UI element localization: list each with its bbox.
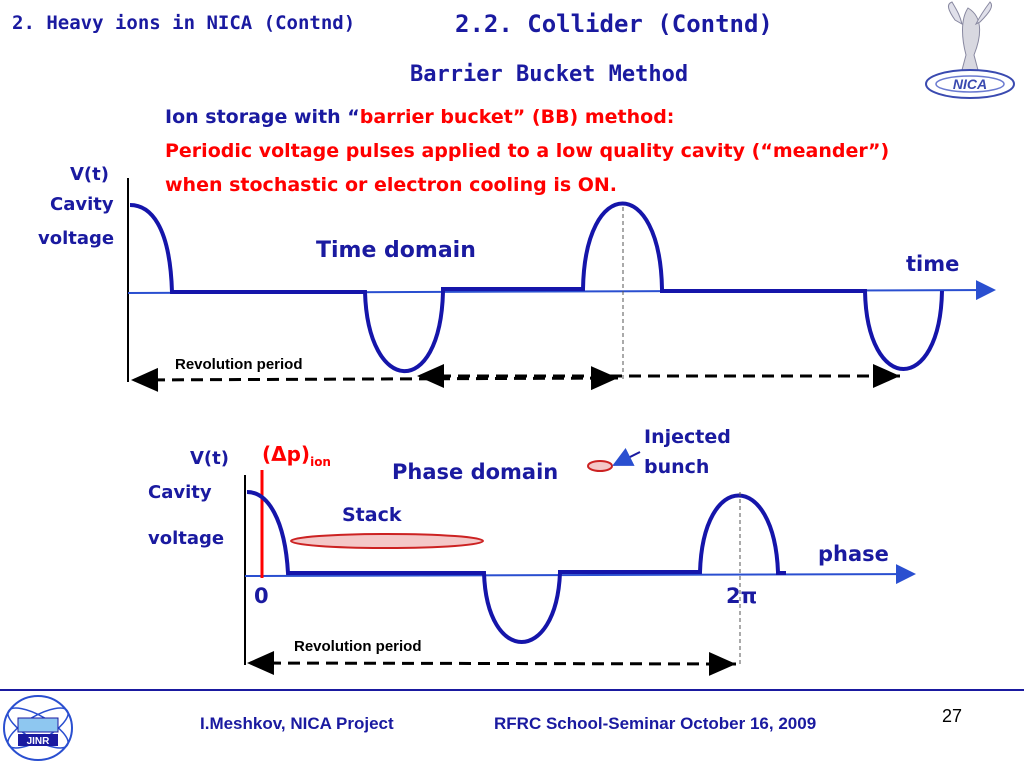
phase-y-label: V(t)	[190, 448, 229, 469]
nica-figure-icon	[961, 7, 981, 71]
dp-ion-label: (Δp)ion	[262, 442, 331, 469]
phase-y-label-cavity: Cavity	[148, 482, 212, 503]
phase-domain-label: Phase domain	[392, 460, 559, 484]
dp-sub-label: ion	[310, 455, 331, 469]
nica-logo: NICA	[925, 1, 1015, 99]
slide-subtitle: Barrier Bucket Method	[410, 62, 689, 87]
time-domain-plot	[127, 178, 996, 392]
phase-y-label-voltage: voltage	[148, 528, 225, 549]
phase-zero-label: 0	[254, 584, 269, 608]
injected-bunch-ellipse	[587, 460, 613, 472]
time-voltage-waveform	[129, 201, 944, 373]
time-period-arrow	[131, 366, 619, 392]
time-domain-label: Time domain	[316, 238, 476, 263]
time-revolution-period: Revolution period	[175, 356, 303, 373]
phase-two-pi-label: 2π	[726, 584, 758, 608]
svg-text:JINR: JINR	[27, 736, 51, 747]
phase-period-arrow	[247, 651, 737, 676]
intro-line-1-highlight: barrier bucket” (BB) method:	[359, 106, 675, 128]
slide-title: 2.2. Collider (Contnd)	[455, 10, 773, 38]
stack-ellipse	[290, 533, 484, 549]
time-y-label: V(t)	[70, 164, 109, 185]
phase-x-axis	[244, 564, 916, 585]
intro-line-3: when stochastic or electron cooling is O…	[165, 174, 618, 196]
page-number: 27	[942, 706, 963, 726]
time-axis-label: time	[906, 252, 960, 276]
intro-line-2: Periodic voltage pulses applied to a low…	[165, 140, 890, 162]
footer-author: I.Meshkov, NICA Project	[200, 714, 394, 733]
jinr-logo: JINR	[3, 695, 73, 761]
intro-line-1-prefix: Ion storage with “	[165, 106, 360, 128]
injected-bunch-pointer	[612, 448, 641, 466]
bunch-label: bunch	[644, 456, 710, 478]
footer-event: RFRC School-Seminar October 16, 2009	[494, 714, 817, 733]
phase-revolution-period: Revolution period	[294, 638, 422, 655]
time-y-label-voltage: voltage	[38, 228, 115, 249]
phase-voltage-waveform	[246, 490, 786, 644]
time-y-label-cavity: Cavity	[50, 194, 114, 215]
section-title: 2. Heavy ions in NICA (Contnd)	[12, 12, 356, 34]
stack-label: Stack	[342, 504, 402, 526]
dp-label: (Δp)	[262, 442, 311, 466]
intro-line-1: Ion storage with “barrier bucket” (BB) m…	[165, 106, 674, 128]
phase-domain-plot	[244, 448, 916, 676]
injected-label: Injected	[644, 426, 731, 448]
phase-axis-label: phase	[818, 542, 889, 566]
svg-text:NICA: NICA	[953, 76, 987, 92]
